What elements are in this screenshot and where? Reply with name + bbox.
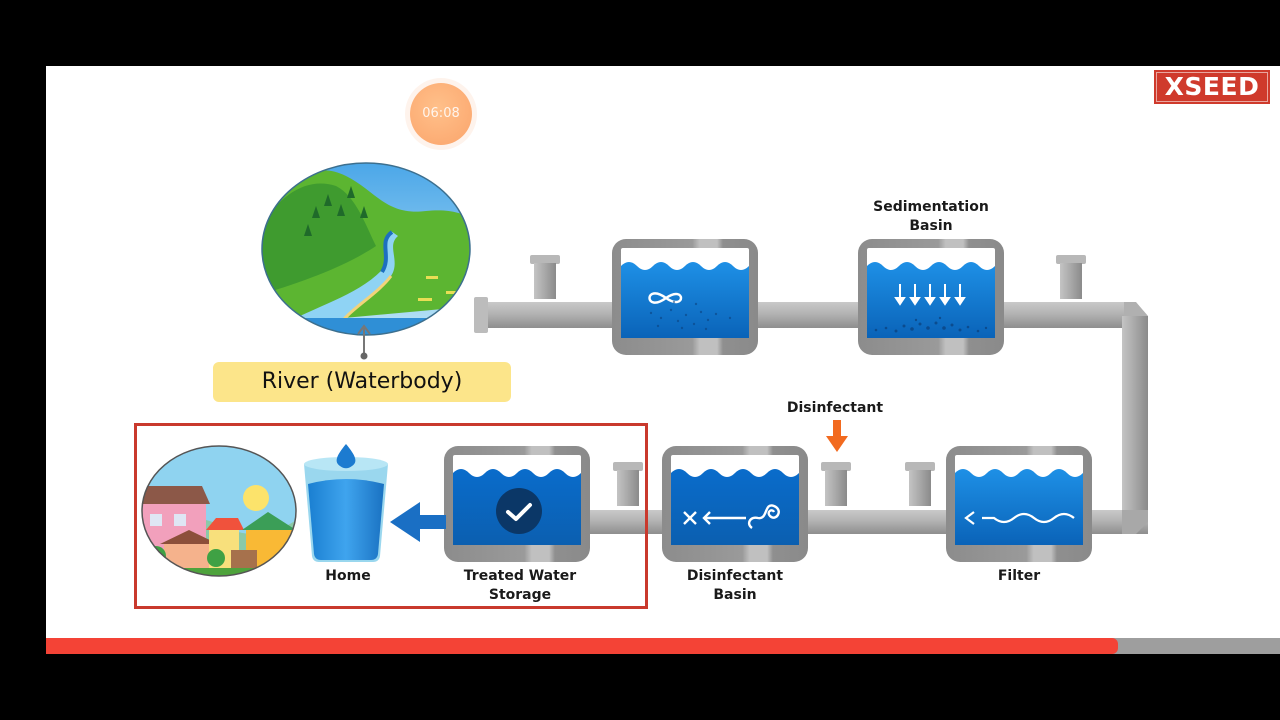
germ-kill-arrow-icon: [683, 504, 780, 529]
label-line: Sedimentation: [873, 199, 989, 215]
treated-storage-tank: [444, 446, 590, 562]
water-glass-icon: [304, 444, 388, 562]
slide: Sedimentation Basin Disinfectant Filter …: [46, 66, 1280, 654]
top-pipe: [474, 255, 1148, 522]
stage-label-disinfectant-basin: Disinfectant Basin: [665, 567, 805, 605]
river-illustration: [261, 162, 471, 360]
label-line: Basin: [909, 218, 953, 234]
video-progress-fill: [46, 638, 1119, 654]
flow-arrow-to-home: [390, 502, 446, 542]
filter-tank: [946, 446, 1092, 562]
label-line: Treated Water: [463, 568, 577, 584]
timer-badge: 06:08: [410, 83, 472, 145]
stage-label-filter: Filter: [997, 568, 1041, 584]
stage-label-treated-storage: Treated Water Storage: [447, 567, 593, 605]
xseed-logo: XSEED: [1154, 70, 1270, 104]
highlight-box: [134, 423, 648, 609]
wavy-arrow-left-icon: [964, 511, 1075, 525]
label-line: Basin: [713, 587, 757, 603]
video-progress-bar[interactable]: [46, 638, 1280, 654]
sedimentation-tank: [858, 239, 1004, 355]
stage-label-home: Home: [325, 568, 371, 584]
disinfectant-input-label: Disinfectant: [786, 400, 884, 416]
label-line: Disinfectant: [686, 568, 784, 584]
stage-label-sedimentation: Sedimentation Basin: [861, 198, 1001, 236]
disinfectant-tank: [662, 446, 808, 562]
town-illustration: [141, 445, 297, 577]
mixing-infinity-arrows-icon: [648, 292, 683, 304]
down-arrows-settling-icon: [894, 284, 966, 306]
river-label: River (Waterbody): [213, 362, 511, 402]
checkmark-icon: [496, 488, 542, 534]
mixing-tank: [612, 239, 758, 355]
label-line: Storage: [488, 587, 552, 603]
water-treatment-diagram: [141, 162, 1148, 577]
disinfectant-input-arrow: [826, 420, 848, 452]
